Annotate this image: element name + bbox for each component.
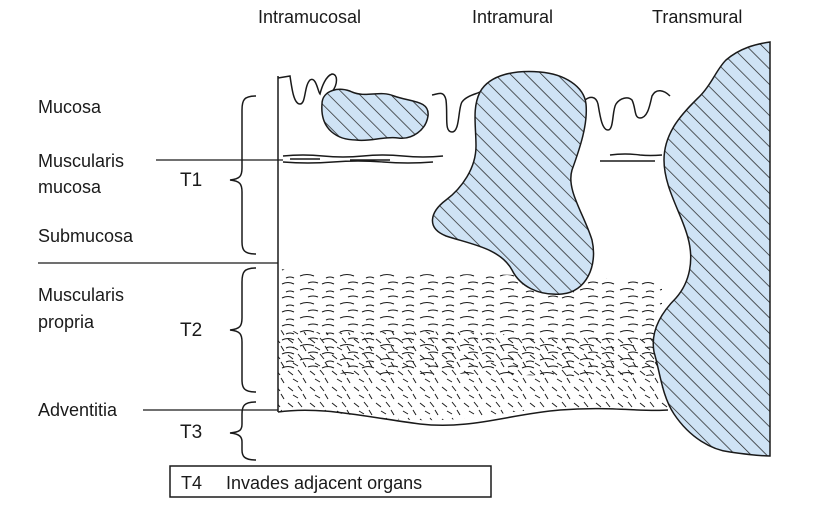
outer-wall-contour: [277, 407, 669, 427]
intramucosal-tumor: [321, 88, 429, 142]
label-muscularis-mucosa-2: mucosa: [38, 177, 102, 197]
label-muscularis-mucosa-1: Muscularis: [38, 151, 124, 171]
intramural-tumor: [431, 70, 595, 295]
brace-t1: [229, 95, 257, 255]
stage-t4-label: T4: [181, 473, 202, 493]
heading-intramural: Intramural: [472, 7, 553, 27]
label-submucosa: Submucosa: [38, 226, 134, 246]
stage-t4-description: Invades adjacent organs: [226, 473, 422, 493]
label-adventitia: Adventitia: [38, 400, 118, 420]
muscularis-mucosa-band: [282, 153, 663, 164]
brace-t2: [229, 267, 257, 393]
label-muscularis-propria-1: Muscularis: [38, 285, 124, 305]
mucosa-surface: [277, 73, 671, 133]
stage-t3-label: T3: [180, 422, 202, 443]
stage-t4-box: [169, 465, 492, 498]
transmural-tumor: [652, 41, 771, 457]
label-mucosa: Mucosa: [38, 97, 102, 117]
brace-t3: [229, 401, 257, 461]
label-muscularis-propria-2: propria: [38, 312, 95, 332]
stage-t1-label: T1: [180, 170, 202, 191]
heading-intramucosal: Intramucosal: [258, 7, 361, 27]
adventitia-layer: [278, 330, 668, 421]
heading-transmural: Transmural: [652, 7, 742, 27]
stage-t2-label: T2: [180, 320, 202, 341]
